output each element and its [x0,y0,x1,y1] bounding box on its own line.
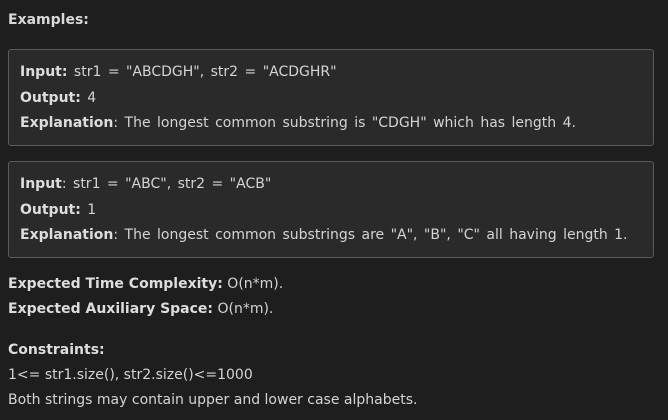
example-1-explanation: Explanation: The longest common substrin… [20,115,576,131]
input-value: : str1 = "ABC", str2 = "ACB" [61,176,272,192]
example-2-output: Output: 1 [20,202,96,218]
constraint-line-1: 1<= str1.size(), str2.size()<=1000 [8,367,253,383]
output-value: 4 [80,90,97,106]
time-complexity-value: O(n*m). [222,276,284,292]
time-complexity-label: Expected Time Complexity: [8,276,223,292]
example-box-1: Input: str1 = "ABCDGH", str2 = "ACDGHR" … [8,49,654,146]
example-1-output: Output: 4 [20,90,96,106]
constraints-heading: Constraints: [8,342,105,358]
input-label: Input: [20,64,68,80]
output-label: Output: [20,202,81,218]
input-label: Input [20,176,62,192]
output-label: Output: [20,90,81,106]
output-value: 1 [80,202,97,218]
explanation-value: : The longest common substrings are "A",… [113,227,628,243]
examples-heading: Examples: [8,12,89,28]
space-complexity-value: O(n*m). [213,301,274,317]
explanation-value: : The longest common substring is "CDGH"… [113,115,576,131]
input-value: str1 = "ABCDGH", str2 = "ACDGHR" [67,64,337,80]
space-complexity-label: Expected Auxiliary Space: [8,301,214,317]
explanation-label: Explanation [20,227,114,243]
example-1-input: Input: str1 = "ABCDGH", str2 = "ACDGHR" [20,64,337,80]
constraint-line-2: Both strings may contain upper and lower… [8,392,418,408]
example-box-2: Input: str1 = "ABC", str2 = "ACB" Output… [8,161,654,258]
example-2-explanation: Explanation: The longest common substrin… [20,227,628,243]
example-2-input: Input: str1 = "ABC", str2 = "ACB" [20,176,271,192]
space-complexity: Expected Auxiliary Space: O(n*m). [8,301,273,317]
time-complexity: Expected Time Complexity: O(n*m). [8,276,283,292]
explanation-label: Explanation [20,115,114,131]
